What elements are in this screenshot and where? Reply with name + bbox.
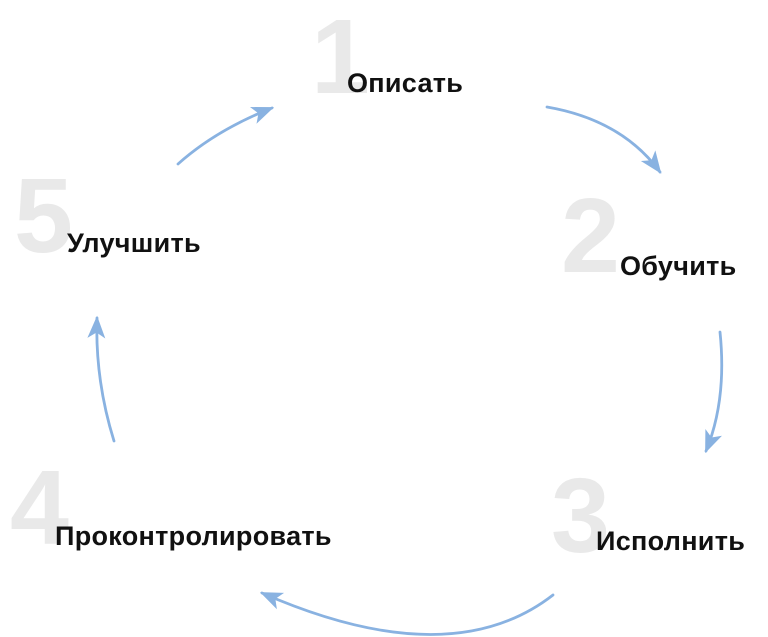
step-3-label: Исполнить [596,526,746,556]
step-5-number: 5 [14,157,73,275]
step-2-number: 2 [561,177,620,295]
step-4-label: Проконтролировать [55,521,332,551]
step-1-label: Описать [347,68,464,98]
step-4-number: 4 [10,449,69,567]
arrow-2-to-3 [704,330,724,454]
arrow-1-to-2 [545,105,662,174]
step-3-number: 3 [551,457,610,575]
arrow-3-to-4 [259,591,555,636]
step-1-number: 1 [311,0,370,116]
arrow-4-to-5 [87,315,116,443]
step-5-label: Улучшить [67,228,201,258]
step-2-label: Обучить [620,251,737,281]
arrow-5-to-1 [176,106,275,166]
